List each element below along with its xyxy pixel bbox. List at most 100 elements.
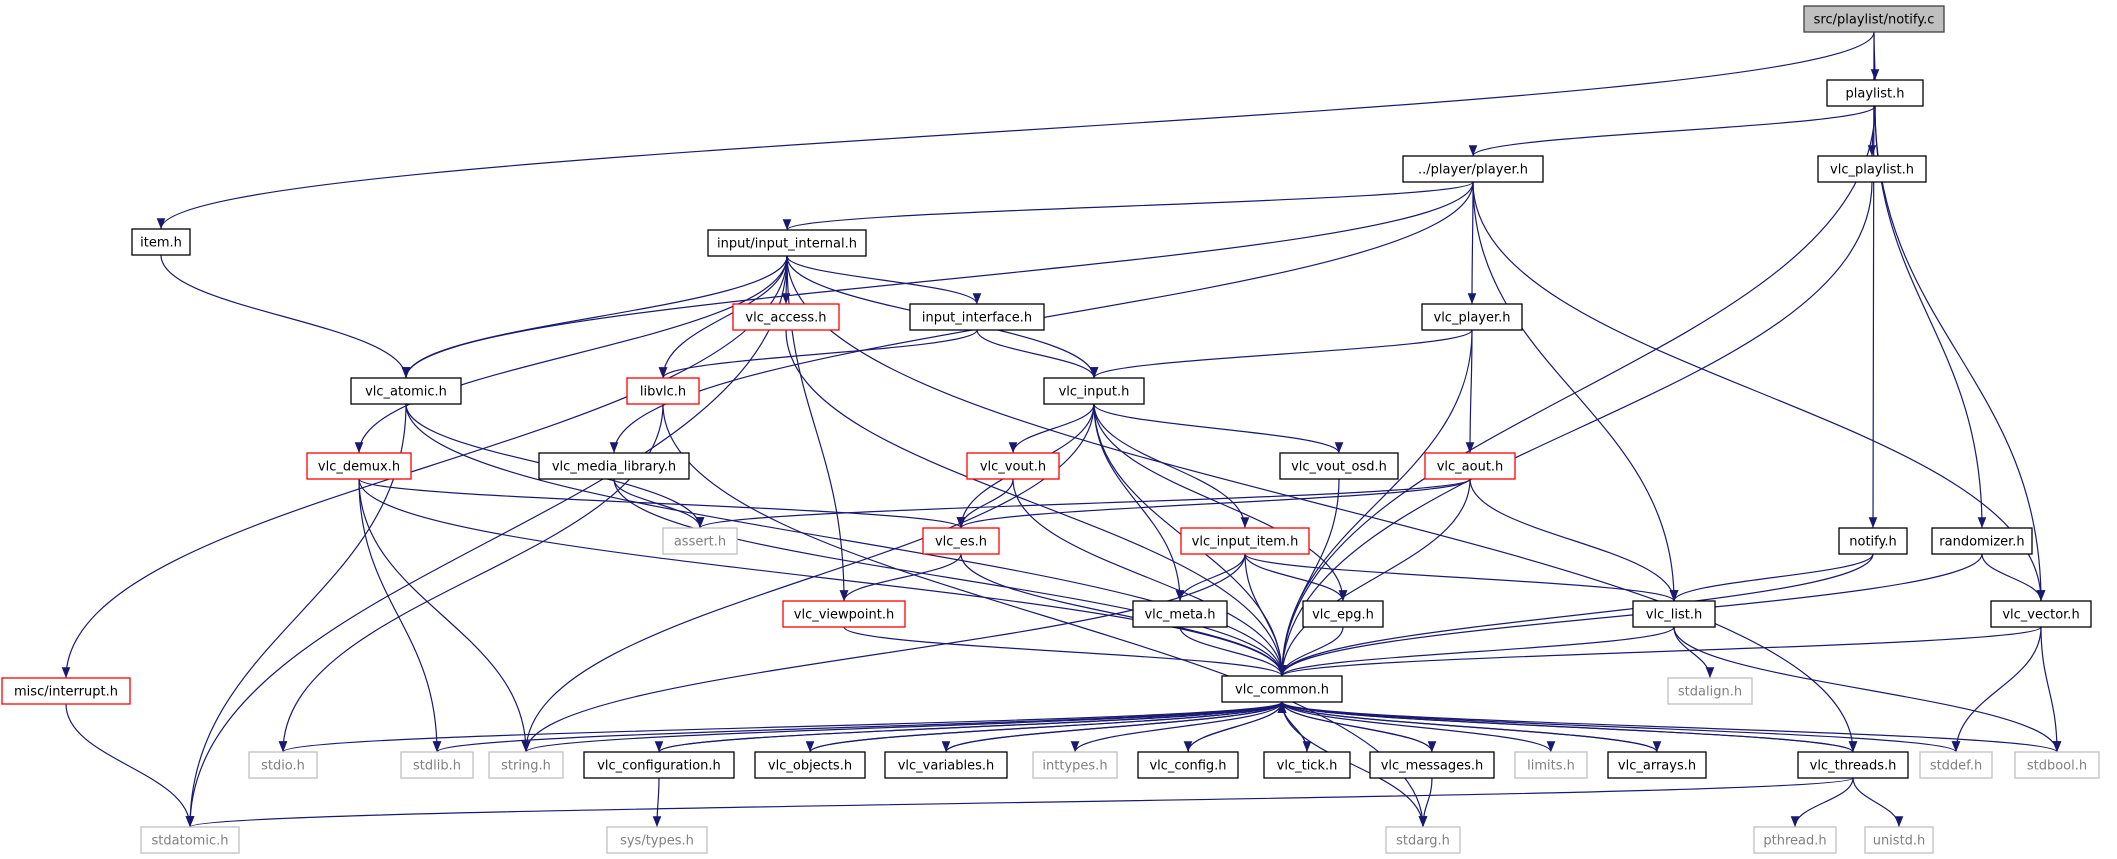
node-vlc-vector-h[interactable]: vlc_vector.h <box>1990 600 2092 628</box>
node-vlc-arrays-h[interactable]: vlc_arrays.h <box>1607 751 1707 779</box>
node-vlc-variables-h[interactable]: vlc_variables.h <box>884 751 1008 779</box>
node-label: stdlib.h <box>413 759 461 774</box>
node-vlc-input-h[interactable]: vlc_input.h <box>1043 377 1145 405</box>
node-notify-h[interactable]: notify.h <box>1838 527 1908 555</box>
node-label: vlc_tick.h <box>1277 759 1338 774</box>
edge-vlc_demux_h-to-vlc_common_h <box>358 478 1287 677</box>
node-vlc-common-h[interactable]: vlc_common.h <box>1221 675 1343 703</box>
node-item-h[interactable]: item.h <box>131 228 191 256</box>
node-input-internal-h[interactable]: input/input_internal.h <box>707 229 867 257</box>
node-label: vlc_access.h <box>745 311 826 326</box>
node-vlc-vout-osd-h[interactable]: vlc_vout_osd.h <box>1279 452 1399 480</box>
edge-input_internal_h-to-stdatomic_h <box>185 255 788 828</box>
node-vlc-config-h[interactable]: vlc_config.h <box>1137 751 1239 779</box>
edge-vlc_access_h-to-vlc_common_h <box>785 329 1287 677</box>
edge-player_h-to-input_internal_h <box>783 181 1474 231</box>
edge-input_internal_h-to-misc_interrupt_h <box>61 255 788 679</box>
node-box <box>1838 527 1908 555</box>
edge-player_h-to-vlc_atomic_h <box>401 181 1474 379</box>
node-box <box>1302 600 1384 628</box>
node-player-h[interactable]: ../player/player.h <box>1402 155 1544 183</box>
node-label: sys/types.h <box>620 834 694 849</box>
edge-input_internal_h-to-vlc_threads_h <box>786 255 1858 753</box>
node-label: vlc_config.h <box>1149 759 1226 774</box>
node-randomizer-h[interactable]: randomizer.h <box>1931 527 2033 555</box>
node-box <box>1931 527 2033 555</box>
node-box <box>1032 751 1118 779</box>
node-box <box>1 677 131 705</box>
node-vlc-input-item-h[interactable]: vlc_input_item.h <box>1180 527 1310 555</box>
node-box <box>1919 751 1993 779</box>
edge-vlc_configuration_h-to-vlc_common_h <box>658 701 1287 753</box>
edge-vlc_player_h-to-vlc_aout_h <box>1465 329 1475 454</box>
edge-vlc_player_h-to-vlc_input_h <box>1089 329 1473 379</box>
node-vlc-meta-h[interactable]: vlc_meta.h <box>1132 600 1228 628</box>
edge-vlc_arrays_h-to-vlc_common_h <box>1277 701 1658 753</box>
node-vlc-list-h[interactable]: vlc_list.h <box>1632 600 1716 628</box>
node-label: item.h <box>140 236 182 251</box>
node-label: vlc_atomic.h <box>365 385 447 400</box>
edge-vlc_common_h-to-stdbool_h <box>1281 701 2061 753</box>
node-label: vlc_messages.h <box>1381 759 1484 774</box>
node-vlc-playlist-h[interactable]: vlc_playlist.h <box>1817 155 1927 183</box>
node-label: vlc_input_item.h <box>1192 535 1299 550</box>
node-vlc-objects-h[interactable]: vlc_objects.h <box>754 751 866 779</box>
edge-vlc_threads_h-to-unistd_h <box>1852 777 1904 828</box>
node-vlc-atomic-h[interactable]: vlc_atomic.h <box>350 377 462 405</box>
node-vlc-threads-h[interactable]: vlc_threads.h <box>1797 751 1909 779</box>
edge-vlc_common_h-to-string_h <box>522 701 1283 753</box>
node-label: vlc_variables.h <box>898 759 995 774</box>
node-vlc-viewpoint-h[interactable]: vlc_viewpoint.h <box>782 600 906 628</box>
node-box <box>1424 452 1516 480</box>
edge-vlc_input_h-to-string_h <box>521 403 1095 753</box>
node-vlc-tick-h[interactable]: vlc_tick.h <box>1263 751 1351 779</box>
node-label: stdarg.h <box>1396 834 1450 849</box>
node-playlist-h[interactable]: playlist.h <box>1826 79 1924 107</box>
node-input-interface-h[interactable]: input_interface.h <box>909 303 1045 331</box>
node-box <box>1803 5 1945 33</box>
edge-vlc_vout_osd_h-to-vlc_common_h <box>1277 478 1340 677</box>
edge-randomizer_h-to-vlc_vector_h <box>1981 553 2046 602</box>
node-box <box>1385 826 1461 854</box>
edge-vlc_common_h-to-limits_h <box>1281 701 1556 753</box>
node-label: vlc_meta.h <box>1144 608 1215 623</box>
node-box <box>1279 452 1399 480</box>
node-vlc-messages-h[interactable]: vlc_messages.h <box>1369 751 1495 779</box>
node-vlc-media-library-h[interactable]: vlc_media_library.h <box>538 452 690 480</box>
node-vlc-es-h[interactable]: vlc_es.h <box>922 527 1000 555</box>
node-label: string.h <box>501 759 551 774</box>
edge-input_internal_h-to-input_interface_h <box>786 255 982 305</box>
node-vlc-demux-h[interactable]: vlc_demux.h <box>306 452 412 480</box>
edge-vlc_media_library_h-to-vlc_common_h <box>613 478 1287 677</box>
edge-vlc_messages_h-to-stdarg_h <box>1418 777 1433 828</box>
node-label: stdatomic.h <box>152 834 229 849</box>
node-label: vlc_objects.h <box>768 759 852 774</box>
node-vlc-configuration-h[interactable]: vlc_configuration.h <box>583 751 735 779</box>
node-label: unistd.h <box>1873 834 1926 849</box>
node-vlc-aout-h[interactable]: vlc_aout.h <box>1424 452 1516 480</box>
node-stdlib-h: stdlib.h <box>400 751 474 779</box>
edge-vlc_input_item_h-to-vlc_list_h <box>1244 553 1679 602</box>
node-vlc-epg-h[interactable]: vlc_epg.h <box>1302 600 1384 628</box>
node-box <box>754 751 866 779</box>
node-label: vlc_list.h <box>1646 608 1702 623</box>
node-limits-h: limits.h <box>1514 751 1588 779</box>
node-label: ../player/player.h <box>1418 163 1528 178</box>
node-libvlc-h[interactable]: libvlc.h <box>626 377 700 405</box>
node-label: randomizer.h <box>1939 535 2024 550</box>
node-vlc-access-h[interactable]: vlc_access.h <box>732 303 840 331</box>
edge-vlc_es_h-to-vlc_viewpoint_h <box>839 553 962 602</box>
node-label: input_interface.h <box>922 311 1032 326</box>
node-vlc-player-h[interactable]: vlc_player.h <box>1421 303 1523 331</box>
node-box <box>1514 751 1588 779</box>
node-stdalign-h: stdalign.h <box>1667 677 1753 705</box>
edge-vlc_input_item_h-to-string_h <box>521 553 1246 753</box>
node-stdatomic-h: stdatomic.h <box>140 826 240 854</box>
edge-vlc_threads_h-to-pthread_h <box>1790 777 1854 828</box>
edge-vlc_demux_h-to-stdlib_h <box>358 478 442 753</box>
node-vlc-vout-h[interactable]: vlc_vout.h <box>966 452 1060 480</box>
node-misc-interrupt-h[interactable]: misc/interrupt.h <box>1 677 131 705</box>
node-notify-c[interactable]: src/playlist/notify.c <box>1803 5 1945 33</box>
node-stddef-h: stddef.h <box>1919 751 1993 779</box>
